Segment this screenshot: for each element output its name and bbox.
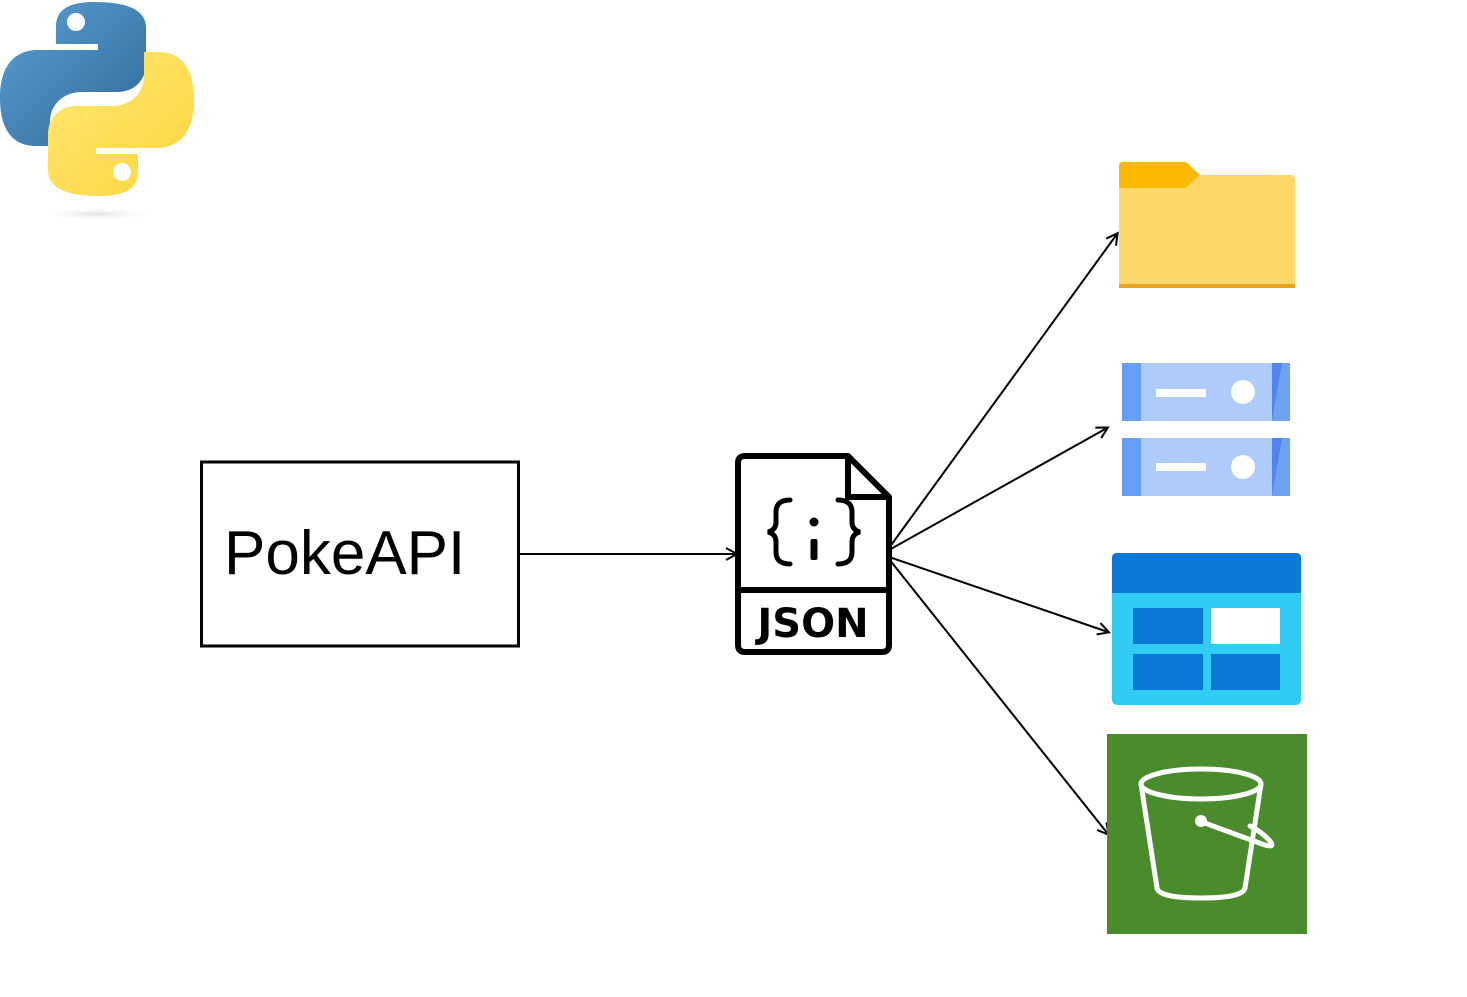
azure-storage-icon [1112,553,1301,705]
source-label: PokeAPI [224,519,465,588]
json-file-icon: JSON [735,453,892,655]
edge-json-to-folder [888,234,1117,549]
database-server-icon [1122,363,1290,496]
json-label: JSON [754,601,868,647]
python-logo-icon [0,2,194,221]
folder-icon [1119,162,1295,288]
source-node: PokeAPI [200,460,520,648]
edge-json-to-s3 [888,558,1108,834]
s3-bucket-icon [1107,734,1307,934]
edge-json-to-server [888,428,1107,551]
edge-json-to-azure-storage [888,556,1108,632]
source-box [200,460,520,648]
